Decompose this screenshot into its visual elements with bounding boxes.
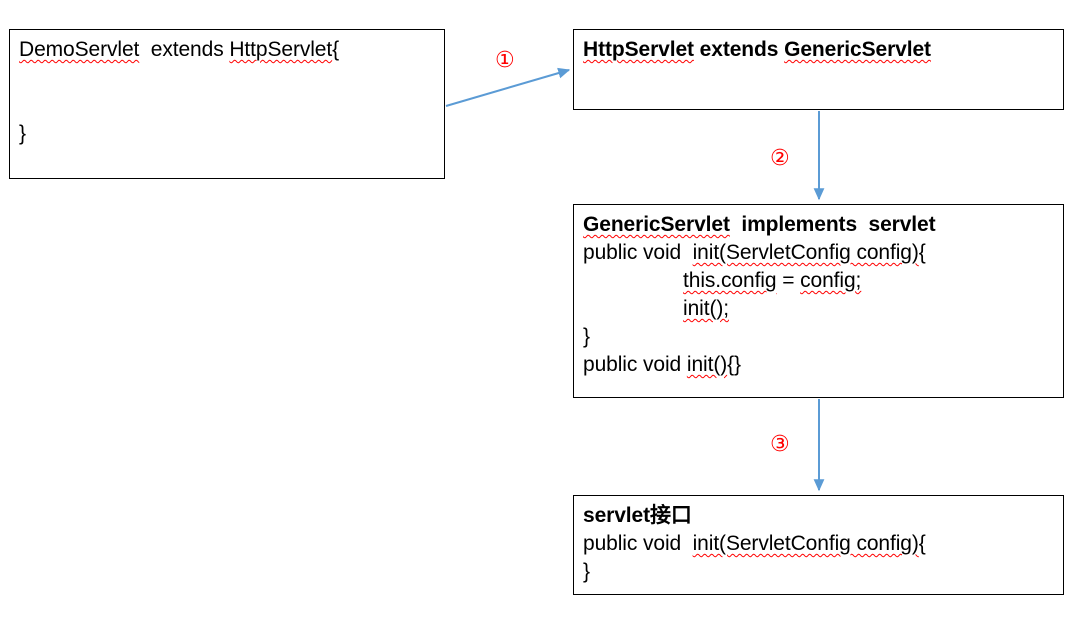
step-marker-3: ③ [770,432,790,457]
code-token: } [583,560,590,583]
code-line [19,92,444,120]
code-token: init(ServletConfig config) [692,241,919,264]
code-token: extends [693,38,785,61]
code-token: } [583,325,590,348]
code-token: init(); [683,297,729,320]
code-token: { [332,38,340,61]
code-token: GenericServlet [784,38,931,61]
code-token: init() [686,353,728,376]
code-line: DemoServlet extends HttpServlet{ [19,36,444,64]
code-line: public void init(ServletConfig config){ [583,239,1063,267]
code-line: this.config = config; [583,267,1063,295]
code-token: DemoServlet [19,38,140,61]
box-http-servlet[interactable]: HttpServlet extends GenericServlet [573,29,1064,110]
code-token: config; [800,269,862,292]
code-token: servlet接口 [583,504,692,527]
box-servlet-interface[interactable]: servlet接口 public void init(ServletConfig … [573,495,1064,595]
code-token: {} [727,353,741,376]
code-line: HttpServlet extends GenericServlet [583,36,1063,64]
code-line [19,64,444,92]
code-line: public void init(){} [583,351,1063,379]
code-token: { [918,532,926,555]
code-token [19,94,25,117]
code-token: extends [139,38,230,61]
code-token: public void [583,241,693,264]
code-line: servlet接口 [583,502,1063,530]
code-line: } [583,323,1063,351]
code-token [19,66,25,89]
arrow-demo-to-http [445,67,571,107]
code-token: { [918,241,926,264]
code-line: } [583,558,1063,586]
code-token: public void [583,532,693,555]
code-token: public void [583,353,687,376]
code-line: init(); [583,295,1063,323]
box-demo-servlet[interactable]: DemoServlet extends HttpServlet{ } [9,29,445,179]
code-token: this.config [683,269,777,292]
code-token: HttpServlet [229,38,333,61]
code-token: } [19,122,26,145]
code-token: = [776,269,801,292]
code-line: public void init(ServletConfig config){ [583,530,1063,558]
code-token: HttpServlet [583,38,694,61]
code-token: GenericServlet [583,213,730,236]
step-marker-1: ① [495,48,515,73]
code-line: } [19,120,444,148]
code-token: init(ServletConfig config) [692,532,919,555]
step-marker-2: ② [770,146,790,171]
code-line: GenericServlet implements servlet [583,211,1063,239]
code-token: implements servlet [729,213,936,236]
